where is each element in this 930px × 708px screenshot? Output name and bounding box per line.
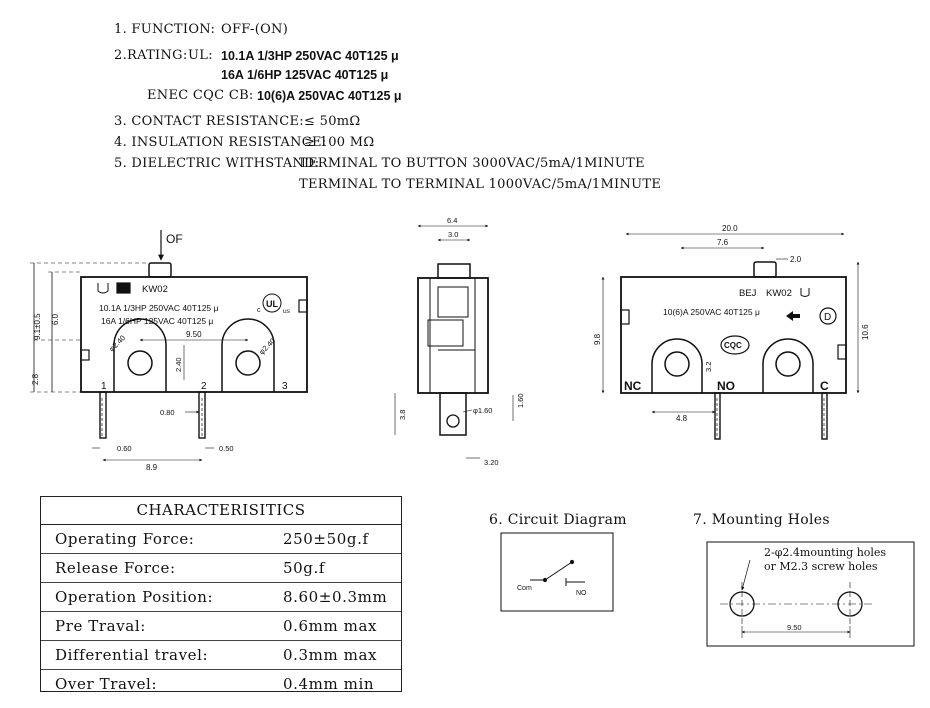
table-row: Differential travel: 0.3mm max — [41, 641, 401, 670]
front-rating-line1: 10.1A 1/3HP 250VAC 40T125 μ — [99, 303, 219, 313]
characteristics-title: CHARACTERISITICS — [41, 497, 401, 525]
back-terminal-nc: NC — [624, 379, 642, 393]
row-value: 0.3mm max — [283, 646, 378, 664]
back-dim-length: 20.0 — [722, 224, 738, 233]
dim-terminal-width: 0.80 — [160, 408, 175, 417]
dim-height-total: 9.1±0.5 — [33, 313, 42, 340]
back-terminal-c: C — [820, 379, 829, 393]
spec-insulation-resistance-label: 4. INSULATION RESISTANCE: — [114, 135, 327, 150]
front-terminal-2: 2 — [201, 381, 207, 392]
spec-rating-enec-value: 10(6)A 250VAC 40T125 μ — [257, 89, 402, 103]
spec-function-label: 1. FUNCTION: — [114, 22, 216, 37]
side-dim-width: 6.4 — [447, 216, 457, 225]
mounting-holes-title: 7. Mounting Holes — [693, 512, 830, 528]
back-model: KW02 — [766, 288, 792, 299]
circuit-no-label: NO — [576, 590, 587, 597]
side-dim-tab-height: 3.8 — [398, 410, 407, 420]
row-value: 8.60±0.3mm — [283, 588, 388, 606]
spec-function-value: OFF-(ON) — [221, 22, 289, 37]
spec-dielectric-line1: TERMINAL TO BUTTON 3000VAC/5mA/1MINUTE — [299, 156, 645, 171]
spec-rating-enec-label: ENEC CQC CB: — [147, 88, 254, 103]
row-label: Pre Traval: — [55, 617, 146, 635]
side-dim-tab-hole: φ1.60 — [473, 406, 492, 415]
row-value: 0.6mm max — [283, 617, 378, 635]
table-row: Release Force: 50g.f — [41, 554, 401, 583]
mounting-note-line1: 2-φ2.4mounting holes — [764, 546, 887, 559]
back-dim-total-height: 10.6 — [861, 324, 870, 340]
ul-mark-c: c — [257, 307, 261, 314]
back-hole-right — [775, 351, 801, 377]
front-hole-right — [235, 350, 261, 376]
row-label: Operation Position: — [55, 588, 214, 606]
characteristics-table: CHARACTERISITICS Operating Force: 250±50… — [40, 496, 402, 693]
svg-text:UL: UL — [266, 299, 278, 309]
row-value: 50g.f — [283, 559, 326, 577]
side-dim-tab-offset: 1.60 — [516, 393, 525, 408]
front-model: KW02 — [142, 284, 168, 295]
mounting-note-line2: or M2.3 screw holes — [764, 560, 878, 573]
front-hole-left — [127, 350, 153, 376]
spec-rating-ul-label: UL: — [188, 48, 213, 63]
back-dim-body-height: 9.8 — [593, 333, 602, 345]
back-terminal-no: NO — [717, 379, 735, 393]
spec-dielectric-label: 5. DIELECTRIC WITHSTAND: — [114, 156, 320, 171]
spec-contact-resistance-label: 3. CONTACT RESISTANCE: — [114, 114, 304, 129]
dim-height-body: 6.0 — [51, 313, 60, 325]
back-body — [620, 276, 847, 394]
front-of-label: OF — [166, 232, 183, 246]
back-rating: 10(6)A 250VAC 40T125 μ — [663, 307, 760, 317]
back-hole-left — [664, 351, 690, 377]
row-value: 250±50g.f — [283, 530, 369, 548]
back-dim-terminal-offset: 3.2 — [704, 362, 713, 372]
back-dim-terminal-spacing: 4.8 — [676, 414, 688, 423]
dim-hole-dia-left: φ2.40 — [107, 333, 127, 353]
spec-contact-resistance-value: ≤ 50mΩ — [304, 114, 361, 129]
dim-terminal-thickness: 0.50 — [219, 444, 234, 453]
mounting-spacing: 9.50 — [787, 623, 802, 632]
dim-hole-height: 2.40 — [174, 357, 183, 372]
dim-terminal-pitch: 8.9 — [146, 463, 158, 472]
side-dim-tab-width: 3.20 — [484, 458, 499, 467]
circuit-com-label: Com — [517, 585, 532, 592]
back-model-prefix: BEJ — [739, 288, 757, 299]
ul-mark-us: us — [283, 308, 291, 315]
back-d-mark: D — [824, 312, 831, 323]
row-label: Differential travel: — [55, 646, 209, 664]
back-dim-button-width: 2.0 — [790, 255, 802, 264]
table-row: Operation Position: 8.60±0.3mm — [41, 583, 401, 612]
side-view: 6.4 3.0 3.8 φ1.60 1.60 3.20 — [394, 216, 525, 467]
row-label: Release Force: — [55, 559, 176, 577]
circuit-diagram: Com NO — [500, 532, 614, 612]
table-row: Pre Traval: 0.6mm max — [41, 612, 401, 641]
spec-rating-ul-line1: 10.1A 1/3HP 250VAC 40T125 μ — [221, 49, 399, 63]
table-row: Operating Force: 250±50g.f — [41, 525, 401, 554]
row-value: 0.4mm min — [283, 675, 375, 693]
dim-terminal-left: 0.60 — [117, 444, 132, 453]
spec-dielectric-line2: TERMINAL TO TERMINAL 1000VAC/5mA/1MINUTE — [299, 177, 662, 192]
front-terminal-3: 3 — [282, 381, 288, 392]
row-label: Operating Force: — [55, 530, 195, 548]
spec-rating-label: 2.RATING: — [114, 48, 188, 63]
front-rating-line2: 16A 1/6HP 125VAC 40T125 μ — [101, 316, 213, 326]
dim-height-small: 2.8 — [31, 373, 40, 385]
back-dim-button-pos: 7.6 — [717, 238, 729, 247]
front-terminal-1: 1 — [101, 381, 107, 392]
back-view: 20.0 7.6 2.0 BEJ KW02 10(6)A 250VAC 40T1… — [593, 224, 870, 440]
back-cqc: CQC — [724, 341, 742, 350]
side-dim-button: 3.0 — [448, 230, 458, 239]
table-row: Over Travel: 0.4mm min — [41, 670, 401, 698]
circuit-diagram-title: 6. Circuit Diagram — [489, 512, 627, 528]
dim-hole-spacing: 9.50 — [186, 330, 202, 339]
row-label: Over Travel: — [55, 675, 158, 693]
front-view: OF KW02 10.1A 1/3HP 250VAC 40T125 μ 16A … — [30, 230, 308, 472]
spec-insulation-resistance-value: ≥ 100 MΩ — [304, 135, 375, 150]
front-body — [80, 276, 308, 393]
spec-rating-ul-line2: 16A 1/6HP 125VAC 40T125 μ — [221, 68, 389, 82]
mounting-holes: 9.50 — [706, 541, 915, 647]
ul-mark: UL c us — [257, 293, 291, 315]
